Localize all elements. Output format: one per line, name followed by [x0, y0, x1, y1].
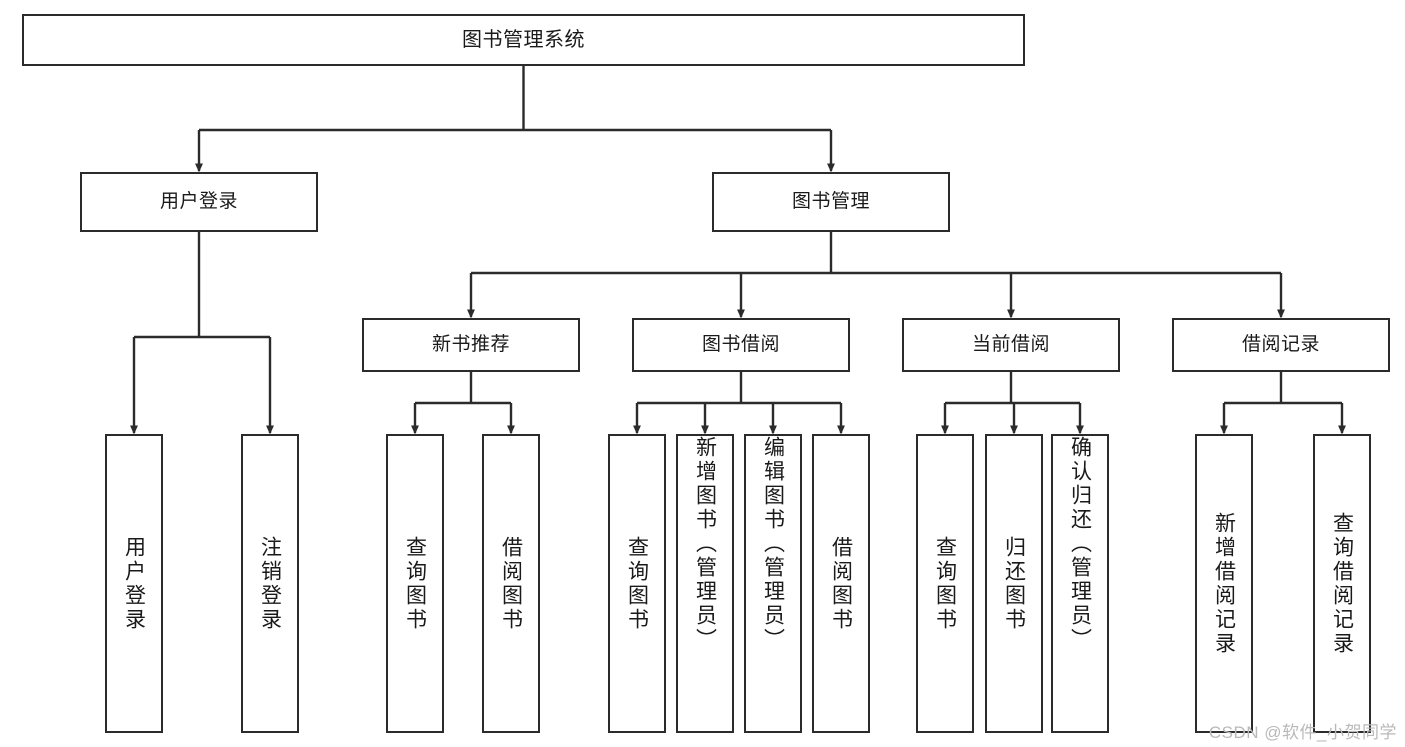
node-label-leaf-bo-borrow: 借阅图书 [829, 535, 853, 632]
node-label-leaf-cu-query: 查询图书 [933, 535, 957, 632]
node-label-borrow: 图书借阅 [701, 334, 780, 356]
node-leaf-bo-add[interactable]: 新增图书（管理员） [676, 434, 734, 733]
node-label-leaf-bo-edit: 编辑图书（管理员） [761, 436, 785, 652]
node-borrow[interactable]: 图书借阅 [632, 318, 850, 372]
watermark-text: CSDN @软件_小贺同学 [1208, 723, 1397, 742]
node-root[interactable]: 图书管理系统 [22, 14, 1025, 66]
node-bookmgmt[interactable]: 图书管理 [712, 172, 950, 232]
node-leaf-cu-confirm[interactable]: 确认归还（管理员） [1051, 434, 1109, 733]
node-label-leaf-nb-borrow: 借阅图书 [499, 535, 523, 632]
node-label-login: 用户登录 [159, 191, 238, 213]
node-leaf-nb-borrow[interactable]: 借阅图书 [482, 434, 540, 733]
node-label-leaf-cu-return: 归还图书 [1002, 535, 1026, 632]
node-records[interactable]: 借阅记录 [1172, 318, 1390, 372]
node-label-records: 借阅记录 [1241, 334, 1320, 356]
node-leaf-re-query[interactable]: 查询借阅记录 [1313, 434, 1371, 733]
node-leaf-bo-query[interactable]: 查询图书 [608, 434, 666, 733]
node-label-leaf-bo-add: 新增图书（管理员） [693, 436, 717, 652]
node-label-leaf-user-login: 用户登录 [122, 535, 146, 632]
node-label-current: 当前借阅 [971, 334, 1050, 356]
node-label-leaf-bo-query: 查询图书 [625, 535, 649, 632]
node-label-leaf-re-add: 新增借阅记录 [1212, 511, 1236, 656]
node-label-newbook: 新书推荐 [431, 334, 510, 356]
node-label-leaf-user-logout: 注销登录 [258, 535, 282, 632]
node-leaf-cu-query[interactable]: 查询图书 [916, 434, 974, 733]
node-leaf-bo-borrow[interactable]: 借阅图书 [812, 434, 870, 733]
node-leaf-user-login[interactable]: 用户登录 [105, 434, 163, 733]
node-leaf-nb-query[interactable]: 查询图书 [386, 434, 444, 733]
node-label-bookmgmt: 图书管理 [791, 191, 870, 213]
node-leaf-re-add[interactable]: 新增借阅记录 [1195, 434, 1253, 733]
node-label-root: 图书管理系统 [462, 28, 585, 51]
node-login[interactable]: 用户登录 [80, 172, 318, 232]
node-label-leaf-cu-confirm: 确认归还（管理员） [1068, 436, 1092, 652]
node-label-leaf-nb-query: 查询图书 [403, 535, 427, 632]
node-leaf-bo-edit[interactable]: 编辑图书（管理员） [744, 434, 802, 733]
node-leaf-user-logout[interactable]: 注销登录 [241, 434, 299, 733]
node-leaf-cu-return[interactable]: 归还图书 [985, 434, 1043, 733]
node-newbook[interactable]: 新书推荐 [362, 318, 580, 372]
node-label-leaf-re-query: 查询借阅记录 [1330, 511, 1354, 656]
node-current[interactable]: 当前借阅 [902, 318, 1120, 372]
